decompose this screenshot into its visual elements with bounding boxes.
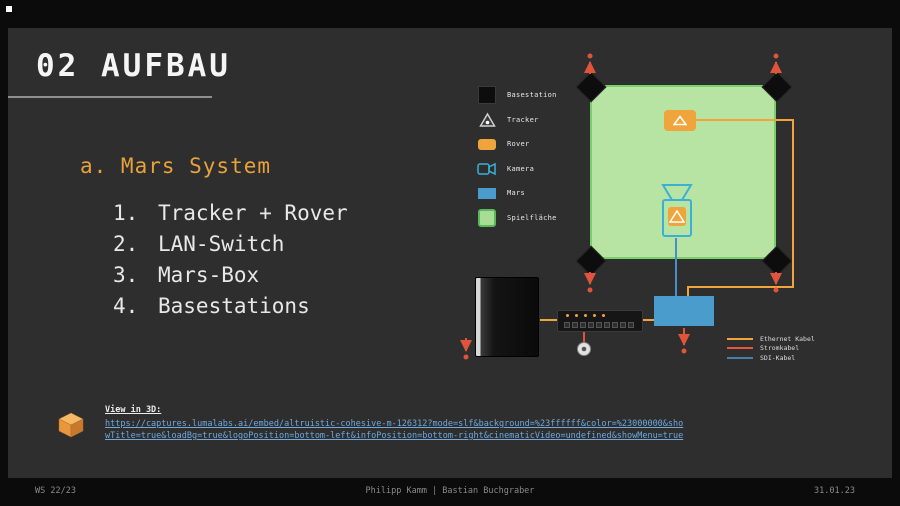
rover-icon: [477, 138, 497, 150]
switch-ports: [564, 322, 634, 328]
cable-legend: Ethernet Kabel Stromkabel SDI-Kabel: [727, 334, 815, 363]
mars-icon: [477, 187, 497, 199]
tracker-icon: [477, 112, 497, 128]
title-underline: [8, 96, 212, 98]
switch-port: [628, 322, 634, 328]
switch-port: [564, 322, 570, 328]
link-url-line1[interactable]: https://captures.lumalabs.ai/embed/altru…: [105, 419, 684, 429]
legend-row: Mars: [477, 181, 557, 206]
cable-legend-row: SDI-Kabel: [727, 353, 815, 363]
list-item-text: Mars-Box: [158, 263, 260, 287]
switch-port: [572, 322, 578, 328]
camera-icon: [477, 161, 497, 177]
legend-row: Spielfläche: [477, 206, 557, 231]
camera-lens-hood: [661, 184, 693, 201]
switch-port: [580, 322, 586, 328]
page-title: 02 AUFBAU: [36, 48, 231, 84]
3d-capture-link[interactable]: https://captures.lumalabs.ai/embed/altru…: [105, 418, 745, 442]
diagram-legend: Basestation Tracker Rover Kamera Mars Sp…: [477, 83, 557, 230]
section-heading: a. Mars System: [80, 154, 272, 178]
cursor-artifact: [6, 6, 12, 12]
cable-legend-label: Ethernet Kabel: [760, 334, 815, 343]
led-indicator: [584, 314, 587, 317]
led-indicator: [602, 314, 605, 317]
cable-legend-label: SDI-Kabel: [760, 353, 796, 362]
list-item-text: Basestations: [158, 294, 310, 318]
list-item: 3. Mars-Box: [113, 260, 348, 291]
list-item-number: 4.: [113, 294, 139, 318]
legend-row: Kamera: [477, 157, 557, 182]
switch-port: [588, 322, 594, 328]
list-item: 2. LAN-Switch: [113, 229, 348, 260]
list-item: 4. Basestations: [113, 291, 348, 322]
rover-triangle-icon: [673, 115, 687, 126]
tracker-triangle-icon: [668, 209, 686, 223]
led-indicator: [575, 314, 578, 317]
legend-row: Tracker: [477, 108, 557, 133]
switch-port: [604, 322, 610, 328]
cable-legend-label: Stromkabel: [760, 344, 800, 353]
cube-3d-icon: [58, 412, 84, 438]
led-indicator: [566, 314, 569, 317]
switch-port: [612, 322, 618, 328]
legend-label: Tracker: [507, 115, 539, 124]
mars-box: [654, 296, 714, 326]
legend-label: Kamera: [507, 164, 535, 173]
legend-label: Rover: [507, 140, 530, 149]
list-item-number: 1.: [113, 201, 139, 225]
pc-tower: [475, 277, 539, 357]
footer-semester: WS 22/23: [35, 486, 76, 496]
view-in-3d-label: View in 3D:: [105, 405, 162, 415]
footer-date: 31.01.23: [814, 486, 855, 496]
switch-port: [596, 322, 602, 328]
footer-authors: Philipp Kamm | Bastian Buchgraber: [365, 486, 535, 496]
legend-row: Rover: [477, 132, 557, 157]
playfield-icon: [477, 208, 497, 227]
sdi-cable-swatch: [727, 356, 753, 359]
camera-body: [662, 199, 692, 237]
legend-row: Basestation: [477, 83, 557, 108]
switch-port: [620, 322, 626, 328]
legend-label: Basestation: [507, 91, 557, 100]
cable-legend-row: Stromkabel: [727, 344, 815, 354]
legend-label: Spielfläche: [507, 213, 557, 222]
setup-list: 1. Tracker + Rover 2. LAN-Switch 3. Mars…: [113, 198, 348, 322]
list-item-text: Tracker + Rover: [158, 201, 348, 225]
camera-with-tracker: [661, 184, 693, 237]
list-item-text: LAN-Switch: [158, 232, 285, 256]
led-indicator: [593, 314, 596, 317]
list-item-number: 2.: [113, 232, 139, 256]
ethernet-cable-swatch: [727, 337, 753, 340]
cable-legend-row: Ethernet Kabel: [727, 334, 815, 344]
list-item: 1. Tracker + Rover: [113, 198, 348, 229]
rover: [664, 110, 696, 131]
link-url-line2[interactable]: wTitle=true&loadBg=true&logoPosition=bot…: [105, 431, 684, 441]
list-item-number: 3.: [113, 263, 139, 287]
switch-leds: [566, 314, 605, 317]
basestation-icon: [477, 86, 497, 105]
lan-switch: [557, 310, 643, 332]
power-cable-swatch: [727, 347, 753, 350]
legend-label: Mars: [507, 189, 526, 198]
